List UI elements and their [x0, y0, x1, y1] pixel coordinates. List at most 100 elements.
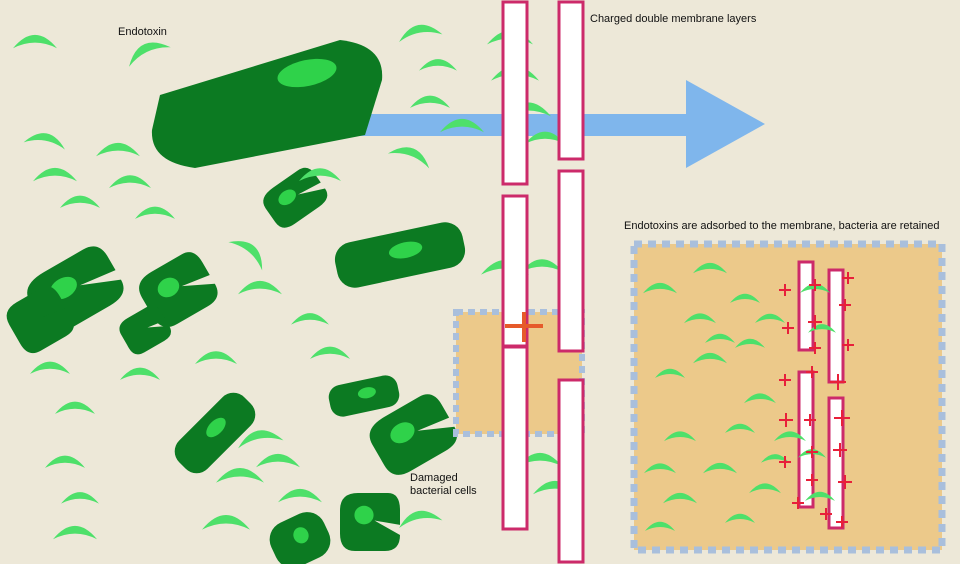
detail-endotoxin-fragment	[644, 463, 676, 474]
bacterium	[174, 392, 256, 474]
membrane-segment	[501, 0, 529, 186]
detail-endotoxin-fragment	[655, 368, 685, 378]
endotoxin-fragment	[61, 492, 99, 504]
endotoxin-fragment	[30, 361, 70, 374]
endotoxin-fragment	[310, 346, 350, 359]
endotoxin-fragment	[399, 24, 443, 42]
endotoxin-fragment	[525, 131, 565, 144]
endotoxin-label: Endotoxin	[118, 26, 167, 38]
detail-endotoxin-fragment	[663, 492, 697, 504]
detail-endotoxin-fragment	[735, 338, 765, 348]
positive-charge	[809, 279, 821, 291]
endotoxin-fragment	[195, 351, 237, 365]
endotoxin-fragment	[45, 455, 85, 468]
positive-charge	[779, 456, 791, 468]
membrane-segment	[557, 0, 585, 161]
endotoxin-fragment	[135, 206, 175, 219]
damaged-cells-label-line1: Damaged	[410, 472, 458, 484]
positive-charge	[834, 410, 850, 426]
endotoxin-fragment	[278, 488, 322, 503]
membrane-segment	[557, 378, 585, 564]
endotoxin-fragment	[216, 468, 264, 483]
positive-charge	[782, 322, 794, 334]
membrane-segment	[557, 169, 585, 353]
detail-endotoxin-fragment	[693, 352, 727, 364]
bacterium-nucleoid	[277, 58, 337, 88]
endotoxin-fragment	[256, 453, 300, 468]
positive-charge	[804, 414, 816, 426]
endotoxin-fragment	[33, 167, 77, 182]
detail-endotoxin-fragment	[684, 313, 716, 324]
endotoxin-fragment	[55, 401, 95, 414]
endotoxin-fragment	[440, 118, 484, 133]
detail-endotoxin-fragment	[693, 262, 727, 274]
damaged-bacterium	[119, 305, 171, 355]
positive-charge	[779, 413, 793, 427]
damaged-bacterium	[139, 252, 218, 328]
endotoxin-fragment	[202, 515, 250, 530]
endotoxin-fragment	[53, 525, 97, 540]
positive-charge	[842, 272, 854, 284]
detail-endotoxin-fragment	[725, 423, 755, 433]
positive-charge	[806, 474, 818, 486]
flow-arrow-head	[686, 80, 765, 168]
endotoxin-fragment	[228, 241, 263, 271]
detail-endotoxin-fragment	[703, 462, 737, 474]
positive-charge	[779, 284, 791, 296]
endotoxin-fragment	[96, 142, 140, 157]
detail-endotoxin-fragment	[761, 454, 789, 463]
endotoxin-fragment	[410, 95, 450, 108]
bacterium	[328, 375, 400, 417]
bacterium	[334, 222, 466, 288]
positive-charge	[792, 497, 804, 509]
endotoxin-fragment	[387, 147, 430, 169]
damaged-bacterium	[6, 286, 74, 354]
damaged-bacterium	[369, 394, 457, 475]
detail-endotoxin-fragment	[805, 491, 835, 501]
endotoxin-fragment	[238, 430, 284, 449]
detail-endotoxin-fragment	[664, 431, 696, 442]
detail-membrane-segment	[827, 268, 845, 384]
endotoxin-fragment	[299, 168, 341, 182]
bacteria-group	[174, 222, 754, 564]
membrane-double-layer	[501, 0, 585, 564]
endotoxin-fragment	[109, 175, 151, 189]
endotoxin-fragment	[13, 34, 57, 49]
positive-charge	[838, 475, 852, 489]
endotoxin-fragment	[238, 280, 282, 295]
endotoxin-fragment	[23, 133, 65, 150]
detail-membrane-segment	[827, 396, 845, 530]
endotoxin-fragment	[419, 59, 457, 71]
damaged-cells-label: Damaged bacterial cells	[410, 472, 477, 498]
bacterium	[269, 512, 331, 564]
positive-charge	[808, 315, 822, 329]
detail-endotoxin-fragment	[774, 431, 806, 442]
positive-charge	[806, 366, 818, 378]
detail-endotoxin-fragment	[755, 313, 785, 323]
positive-charge	[820, 508, 832, 520]
positive-charge	[842, 339, 854, 351]
detail-endotoxin-fragment	[643, 282, 677, 294]
damaged-bacterium	[263, 167, 328, 228]
positive-charge	[806, 446, 818, 458]
positive-charge	[809, 342, 821, 354]
endotoxin-fragment	[129, 42, 171, 67]
damaged-bacterium	[340, 493, 400, 551]
endotoxin-fragment	[120, 367, 160, 380]
positive-charge	[836, 516, 848, 528]
endotoxin-fragment	[521, 259, 563, 273]
detail-endotoxin-fragment	[730, 293, 760, 303]
bacterium-large	[151, 40, 383, 168]
positive-charge	[830, 374, 846, 390]
positive-charge	[833, 443, 847, 457]
damaged-cells-label-line2: bacterial cells	[410, 485, 477, 497]
detail-endotoxin-fragment	[725, 513, 755, 523]
adsorption-label: Endotoxins are adsorbed to the membrane,…	[624, 220, 940, 232]
detail-endotoxin-fragment	[744, 393, 776, 404]
membrane-layers-label: Charged double membrane layers	[590, 13, 757, 25]
positive-charge	[779, 374, 791, 386]
detail-endotoxin-fragment	[645, 521, 675, 531]
damaged-bacteria-group	[6, 167, 457, 551]
detail-endotoxin-fragment	[705, 333, 735, 343]
